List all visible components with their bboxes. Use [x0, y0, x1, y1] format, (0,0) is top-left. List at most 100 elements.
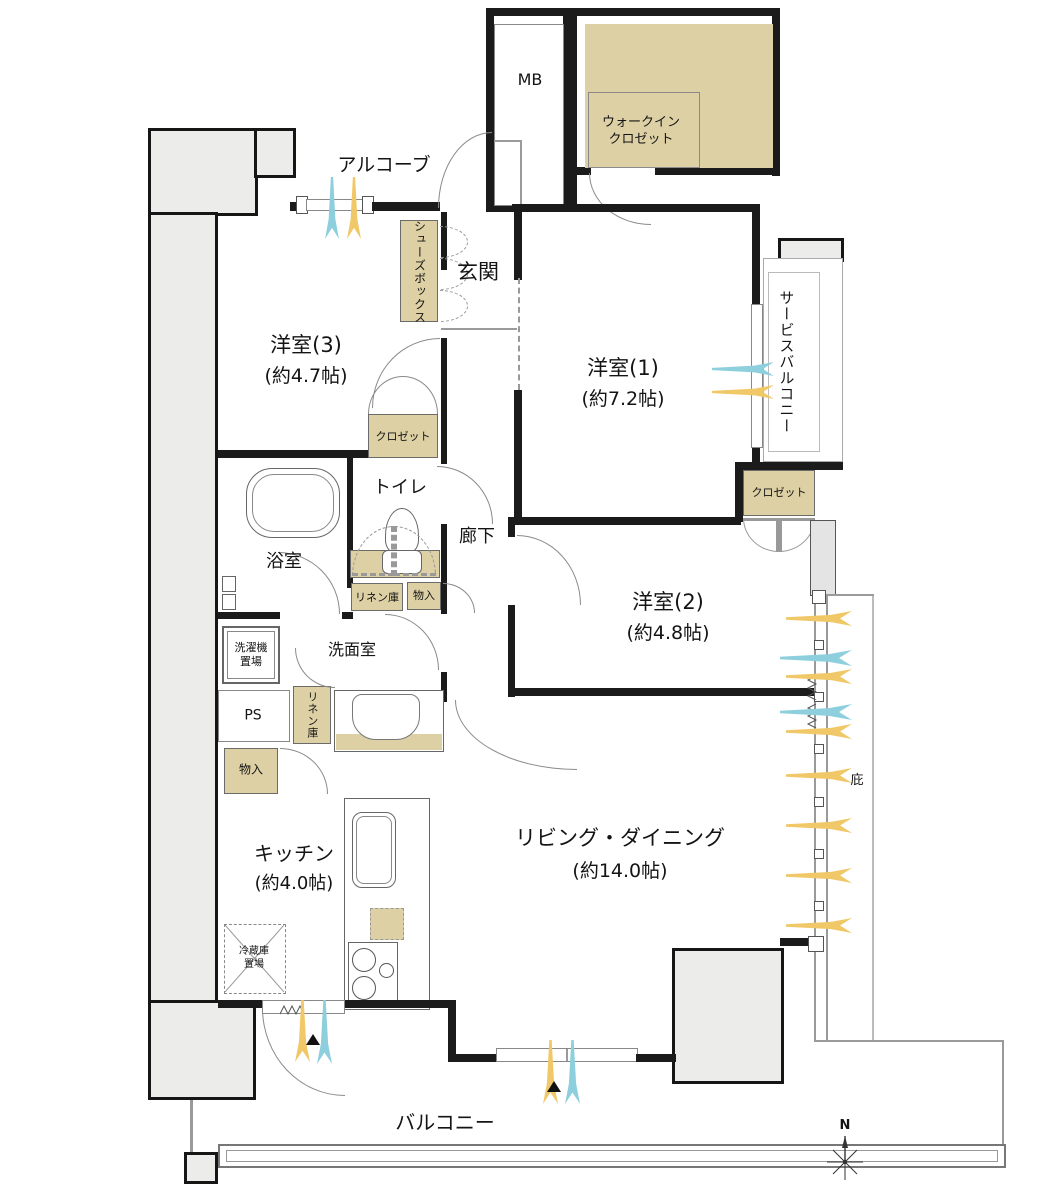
common-area-left-column [148, 212, 218, 1038]
room1-window [751, 304, 763, 448]
bath-fixture [222, 576, 236, 592]
bath-fixture [222, 594, 236, 610]
living-door-arc [455, 700, 577, 770]
room3-door-arc [372, 338, 440, 408]
label-shoe-box: シューズボックス [412, 220, 427, 324]
storage-upper [407, 582, 441, 610]
wic-door-arc [589, 173, 651, 225]
label-north: N [839, 1117, 851, 1133]
window-handle [814, 640, 824, 650]
sunlight-arrow-icon [786, 611, 852, 626]
storage-lower-door-arc [280, 748, 328, 794]
kitchen-sink [352, 812, 396, 888]
sunlight-arrow-icon [786, 868, 852, 883]
label-storage-lower: 物入 [238, 762, 264, 777]
closet-room3 [368, 414, 438, 458]
fridge-space [224, 924, 286, 994]
label-fridge-line1: 冷蔵庫 [239, 945, 269, 957]
meter-box [494, 24, 564, 206]
common-area-bottom-left [148, 1000, 256, 1100]
service-balcony-area [763, 258, 843, 462]
label-eaves: 庇 [850, 772, 864, 788]
window-corner [812, 590, 826, 604]
window-handle [814, 849, 824, 859]
label-hall: 廊下 [459, 525, 495, 547]
window-handle [814, 692, 824, 702]
pipe-space [218, 690, 290, 742]
label-balcony: バルコニー [395, 1110, 495, 1135]
label-room1-size: (約7.2帖) [581, 388, 665, 411]
vanity-basin [352, 694, 420, 740]
window-frame [810, 520, 836, 596]
shoebox-door-dashed [440, 226, 468, 258]
label-wic-line2: クロゼット [608, 131, 674, 147]
wind-arrow-icon [780, 650, 852, 666]
label-washroom: 洗面室 [327, 640, 377, 659]
linen-upper [351, 583, 403, 611]
toilet-door-arc [437, 466, 493, 524]
label-kitchen: キッチン [254, 841, 334, 866]
balcony-post [184, 1152, 218, 1184]
sunlight-arrow-icon [786, 818, 852, 833]
shoe-box [400, 220, 438, 322]
window-corner [808, 936, 824, 952]
walk-in-closet-inner [588, 92, 700, 168]
window-handle [814, 901, 824, 911]
window-handle [814, 744, 824, 754]
spring-symbol [280, 1004, 304, 1016]
entrance-door-arc [438, 132, 492, 208]
washer-space [222, 626, 280, 684]
direction-triangle-icon [306, 1034, 320, 1045]
direction-triangle-icon [547, 1081, 561, 1092]
label-room2: 洋室(2) [632, 589, 704, 614]
burner [352, 976, 376, 1000]
kitchen-storage [370, 908, 404, 940]
balcony-railing-inner [226, 1150, 998, 1162]
bathtub-inner [252, 474, 334, 532]
label-alcove: アルコーブ [337, 154, 431, 177]
label-mb: MB [517, 70, 543, 89]
label-kitchen-size: (約4.0帖) [254, 872, 334, 894]
label-room3-size: (約4.7帖) [264, 365, 348, 388]
common-area-top-left-step [254, 128, 296, 178]
common-area-top-left [148, 128, 258, 216]
room1-sliding-door [518, 278, 520, 390]
closet2-door-arc [743, 518, 779, 552]
spring-symbol [806, 676, 818, 700]
label-service-balcony: サービスバルコニー [777, 290, 796, 434]
label-genkan: 玄関 [457, 259, 499, 284]
label-toilet: トイレ [373, 476, 427, 498]
label-bath: 浴室 [266, 550, 302, 572]
label-living: リビング・ダイニング [515, 825, 725, 850]
window-handle [814, 797, 824, 807]
washer-space-inner [227, 631, 275, 679]
label-living-size: (約14.0帖) [572, 860, 668, 883]
label-linen-upper: リネン庫 [355, 591, 399, 605]
service-balcony-inner [768, 272, 820, 452]
sunlight-arrow-icon [786, 768, 852, 783]
label-wic-line1: ウォークイン [601, 114, 681, 130]
spring-symbol [806, 704, 818, 728]
compass-icon [827, 1136, 863, 1180]
kitchen-sink-inner [356, 816, 392, 884]
label-storage-upper: 物入 [413, 589, 435, 603]
label-linen-lower: リネン庫 [305, 691, 319, 739]
label-ps: PS [244, 707, 262, 724]
common-area-bottom-right [672, 948, 784, 1084]
balcony-railing [218, 1144, 1006, 1168]
vanity-counter [336, 734, 442, 750]
burner [379, 963, 394, 978]
linen-lower [293, 686, 331, 744]
walk-in-closet-area [585, 24, 773, 168]
alcove-window [306, 199, 368, 211]
label-washer-line1: 洗濯機 [234, 641, 268, 655]
sunlight-arrow-icon [786, 724, 852, 739]
label-fridge-line2: 置場 [244, 958, 264, 970]
label-room3: 洋室(3) [270, 332, 342, 357]
label-washer-line2: 置場 [240, 655, 262, 669]
washroom-door-arc [385, 614, 439, 670]
label-room2-size: (約4.8帖) [626, 622, 710, 645]
label-closet2: クロゼット [751, 486, 807, 500]
sunlight-arrow-icon [786, 918, 852, 933]
